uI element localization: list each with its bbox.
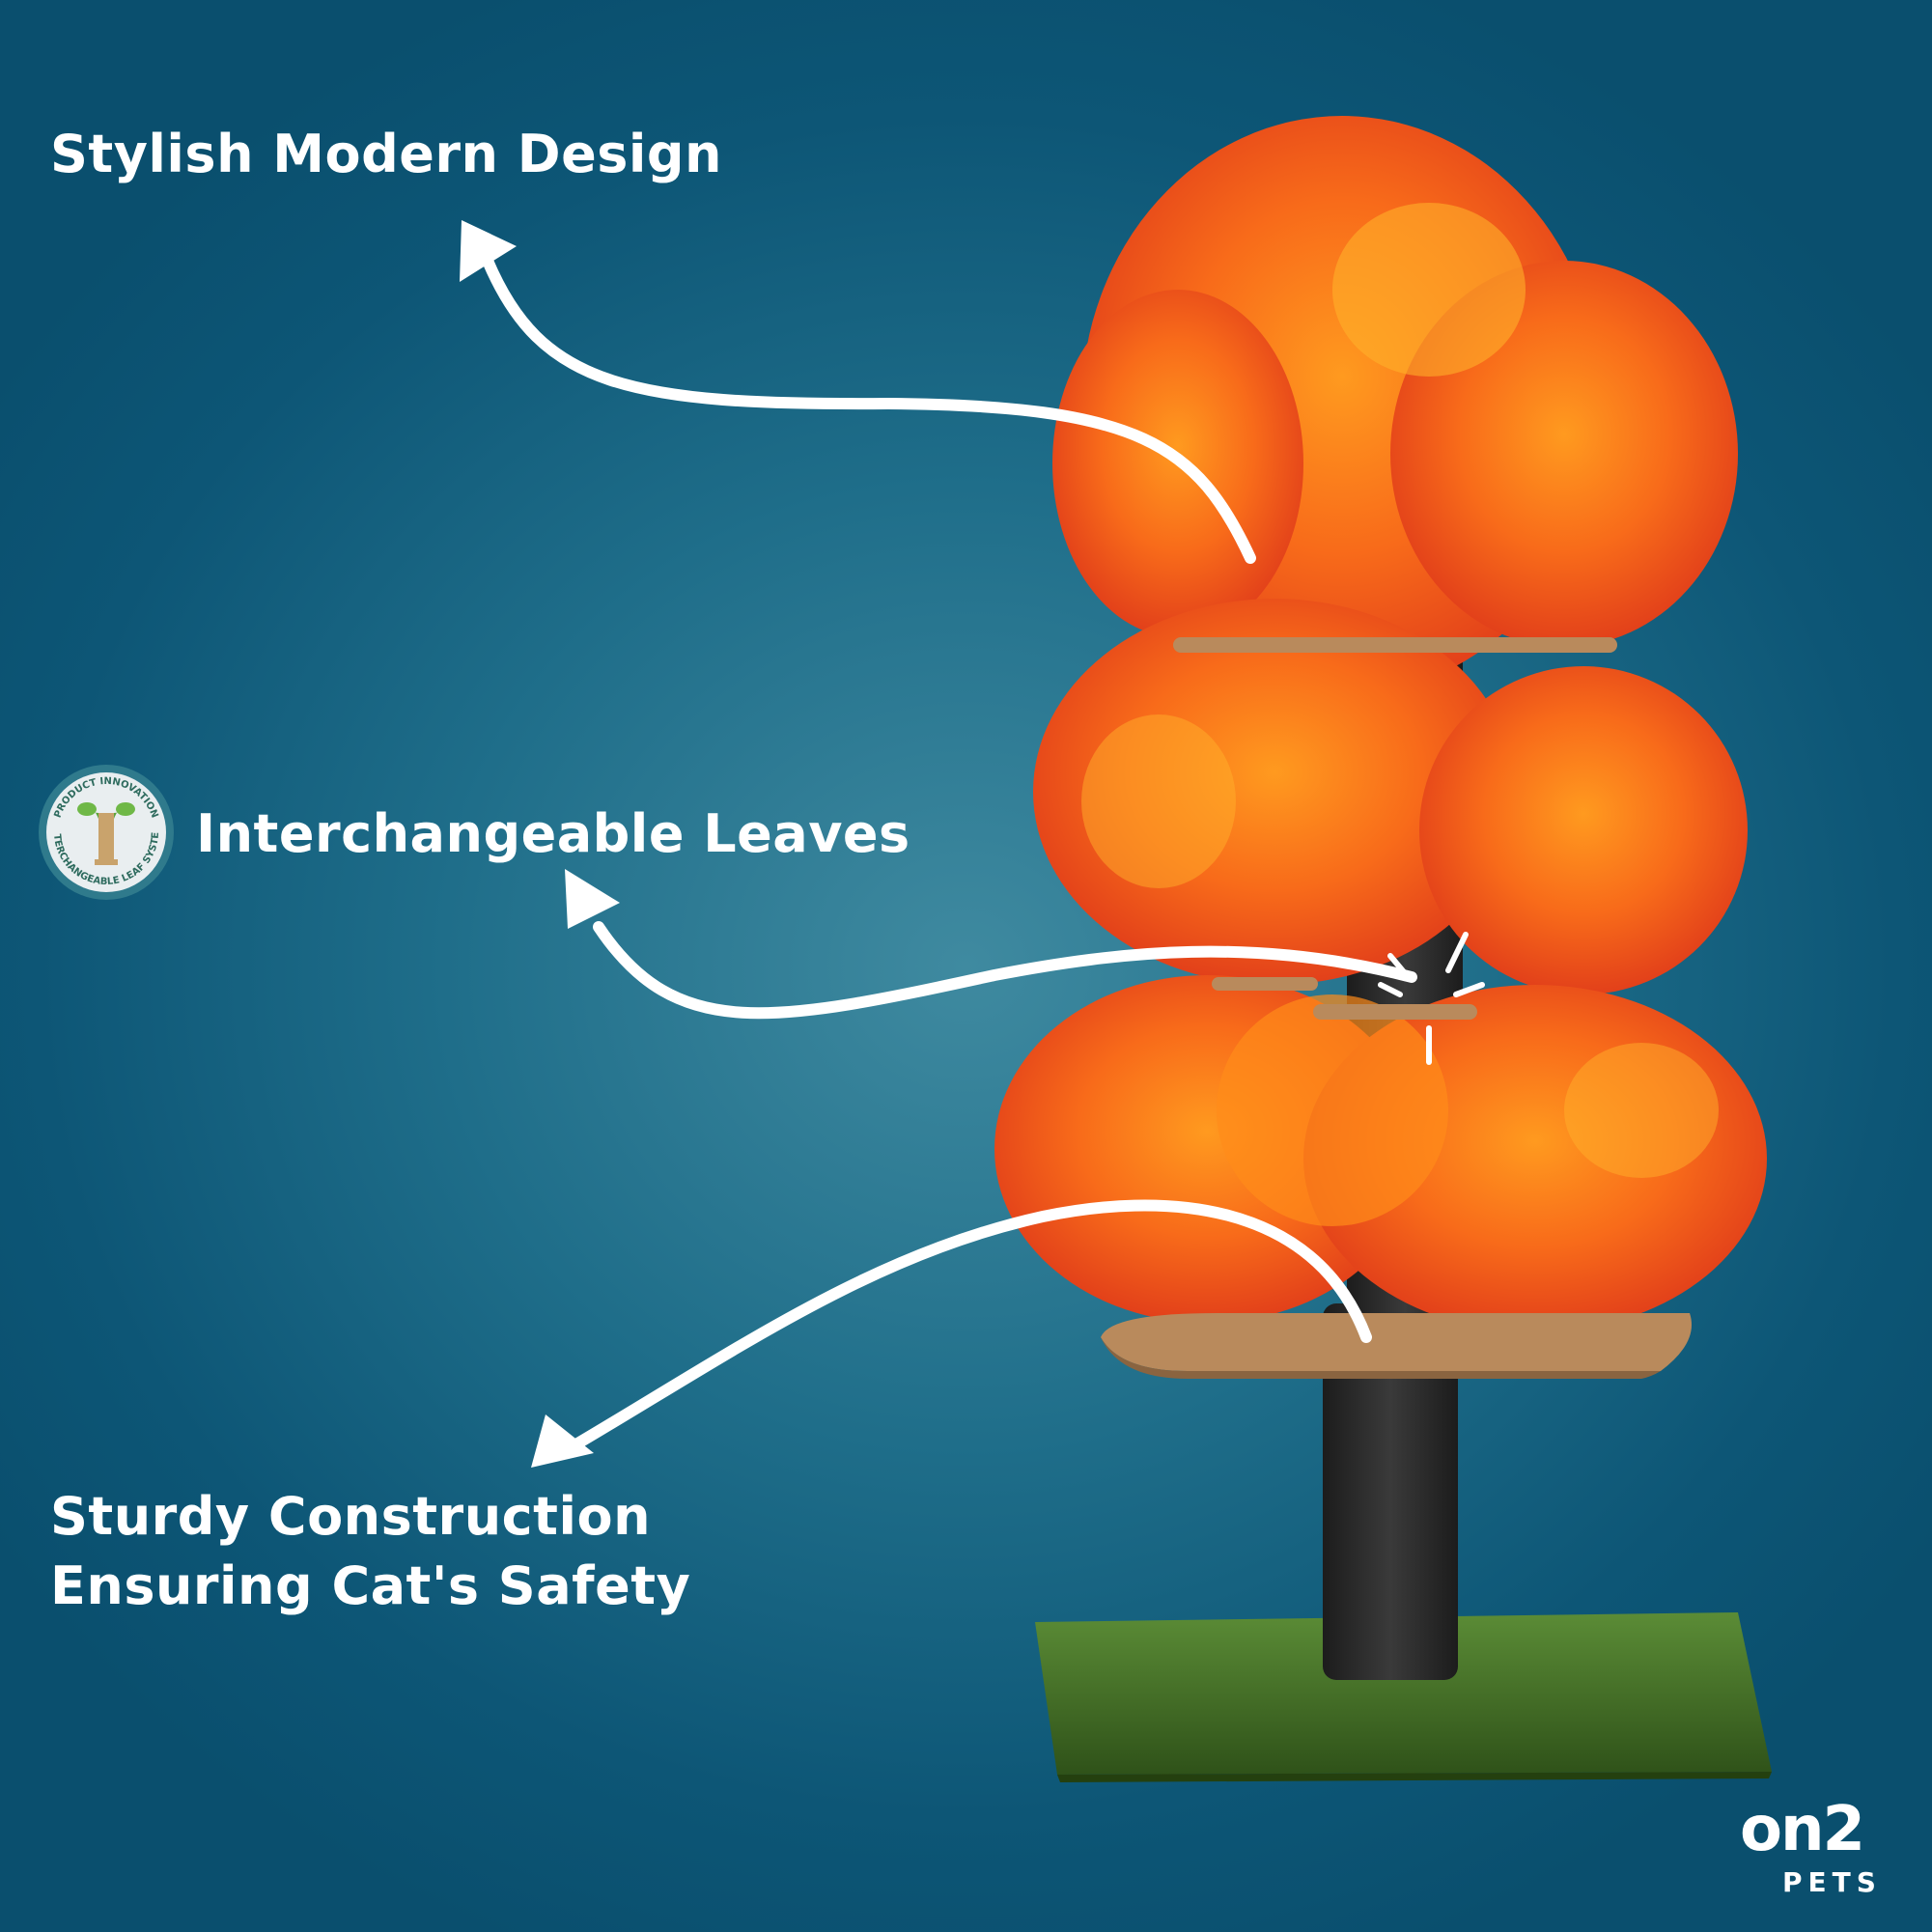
- sparkle-icon: [1378, 932, 1485, 1065]
- arrowhead-leaves: [565, 869, 620, 929]
- arrow-design: [482, 255, 1256, 564]
- arrow-leaves: [593, 921, 1417, 1020]
- innovation-badge: PRODUCT INNOVATION INTERCHANGEABLE LEAF …: [37, 763, 174, 900]
- arrowheads: [460, 220, 620, 1468]
- callout-arrows: [482, 255, 1417, 1454]
- arrowhead-design: [460, 220, 517, 282]
- feature-stylish-design: Stylish Modern Design: [50, 124, 722, 184]
- tree-icon: [77, 802, 135, 865]
- feature-sturdy-construction: Sturdy Construction Ensuring Cat's Safet…: [50, 1482, 690, 1621]
- platforms: [1101, 637, 1692, 1379]
- feature-interchangeable-leaves: Interchangeable Leaves: [196, 803, 910, 864]
- brand-sub: PETS: [1782, 1866, 1882, 1898]
- arrow-construction: [564, 1199, 1372, 1454]
- brand-logo: on2 PETS: [1740, 1794, 1914, 1898]
- feature-sturdy-line-2: Ensuring Cat's Safety: [50, 1555, 691, 1616]
- autumn-leaves: [994, 116, 1767, 1332]
- brand-mark: on2: [1740, 1794, 1865, 1865]
- grass-base: [1035, 1612, 1772, 1782]
- arrowhead-construction: [531, 1414, 594, 1468]
- feature-sturdy-line-1: Sturdy Construction: [50, 1486, 652, 1547]
